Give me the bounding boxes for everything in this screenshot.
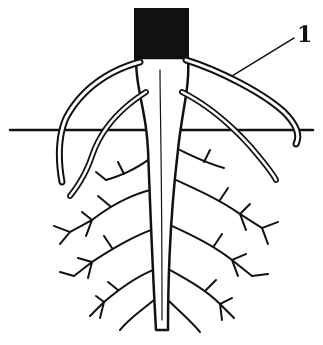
right-lateral-roots [168, 150, 278, 332]
callout-leader-line [232, 38, 294, 76]
callout-label: 1 [297, 24, 312, 46]
left-lateral-roots [54, 160, 154, 330]
stem-stump [134, 8, 189, 60]
right-inner-root [182, 92, 276, 180]
